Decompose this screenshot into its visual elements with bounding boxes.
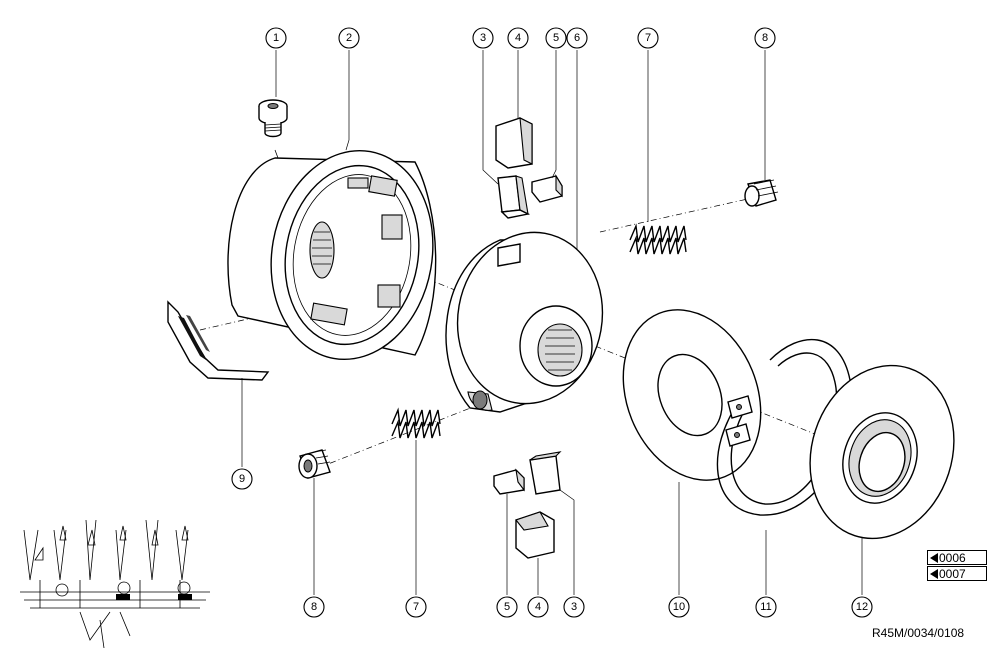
callout-1: 1 (265, 27, 287, 49)
part-cam-disc (445, 231, 604, 413)
reference-number: 0006 (939, 551, 966, 565)
callout-5-lower: 5 (496, 596, 518, 618)
part-grub-screw-upper (744, 179, 779, 207)
part-block-upper (495, 117, 533, 169)
callout-10: 10 (668, 596, 690, 618)
part-bracket-lower (529, 451, 562, 495)
svg-text:9: 9 (239, 473, 245, 485)
part-small-block-lower (493, 468, 525, 495)
part-small-block-upper (531, 174, 563, 203)
callout-8-upper: 8 (754, 27, 776, 49)
part-screw (258, 99, 288, 138)
leader-lines (241, 50, 863, 595)
part-spring-upper (629, 223, 687, 255)
svg-text:5: 5 (553, 32, 559, 44)
part-spring-lower (391, 407, 441, 439)
svg-text:5: 5 (504, 601, 510, 613)
reference-box-2: 0007 (927, 566, 987, 581)
svg-text:10: 10 (673, 601, 685, 613)
svg-text:4: 4 (535, 601, 541, 613)
svg-text:1: 1 (273, 32, 279, 44)
reference-box-1: 0006 (927, 550, 987, 565)
left-arrow-icon (930, 553, 938, 563)
svg-text:12: 12 (856, 601, 868, 613)
part-bracket-upper (497, 175, 531, 219)
callout-6: 6 (566, 27, 588, 49)
part-grub-screw-lower (298, 449, 331, 479)
svg-text:11: 11 (760, 601, 771, 613)
svg-text:3: 3 (571, 601, 577, 613)
svg-text:3: 3 (480, 32, 486, 44)
drawing-code: R45M/0034/0108 (872, 626, 965, 640)
callout-7-upper: 7 (637, 27, 659, 49)
reference-number: 0007 (939, 567, 966, 581)
part-washer (622, 309, 762, 481)
spring-axis-lower (317, 404, 479, 469)
callout-9: 9 (231, 468, 253, 490)
callout-5-upper: 5 (545, 27, 567, 49)
svg-text:8: 8 (311, 601, 317, 613)
rake-symbol (20, 519, 210, 649)
part-housing-drum (227, 149, 437, 361)
callout-11: 11 (755, 596, 777, 618)
callout-8-lower: 8 (303, 596, 325, 618)
part-bearing-ring (809, 364, 955, 540)
callout-12: 12 (851, 596, 873, 618)
svg-text:7: 7 (413, 601, 419, 613)
svg-text:7: 7 (645, 32, 651, 44)
svg-text:4: 4 (515, 32, 521, 44)
callout-2: 2 (338, 27, 360, 49)
part-block-lower (515, 511, 555, 559)
svg-text:6: 6 (574, 32, 580, 44)
callout-3-upper: 3 (472, 27, 494, 49)
callout-4-upper: 4 (507, 27, 529, 49)
part-label-strip (167, 300, 270, 381)
svg-text:8: 8 (762, 32, 768, 44)
callout-4-lower: 4 (527, 596, 549, 618)
callout-3-lower: 3 (563, 596, 585, 618)
left-arrow-icon (930, 569, 938, 579)
svg-text:2: 2 (346, 32, 352, 44)
callout-7-lower: 7 (405, 596, 427, 618)
